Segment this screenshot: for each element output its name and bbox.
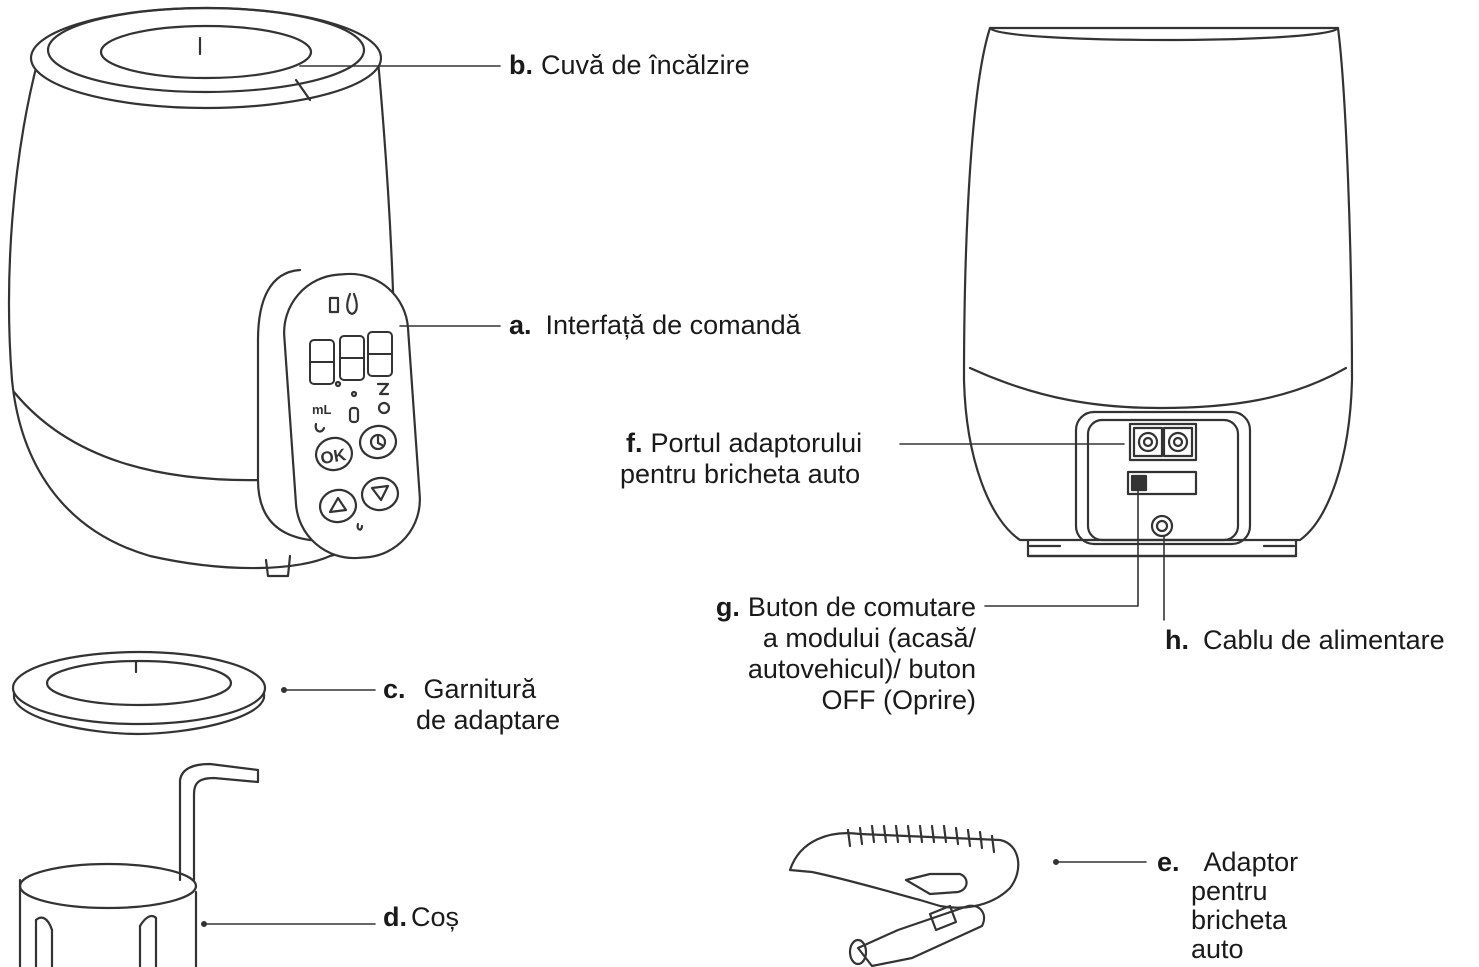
warmer-front-illustration: [7, 6, 421, 578]
label-line2: de adaptare: [416, 705, 561, 735]
label-line1: Buton de comutare: [747, 592, 976, 622]
ml-label: mL: [312, 402, 332, 417]
label-key: b.: [509, 50, 533, 80]
label-line2: pentru bricheta auto: [620, 459, 861, 489]
label-line1: Portul adaptorului: [650, 428, 863, 458]
label-text: Coș: [411, 902, 460, 932]
label-adapter-ring: c. Garnitură de adaptare: [383, 674, 560, 736]
label-car-port: f.Portul adaptorului pentru bricheta aut…: [612, 428, 862, 490]
label-key: a.: [509, 310, 532, 340]
label-car-adapter: e. Adaptor pentru bricheta auto: [1157, 848, 1298, 964]
label-text: Cablu de alimentare: [1203, 625, 1445, 655]
basket-illustration: [18, 762, 260, 967]
label-key: f.: [626, 428, 643, 458]
ok-label: OK: [319, 445, 348, 468]
label-key: e.: [1157, 847, 1180, 877]
label-line3: autovehicul)/ buton: [747, 654, 976, 684]
label-mode-switch: g.Buton de comutare a modului (acasă/ au…: [640, 592, 976, 716]
warmer-back-illustration: [962, 26, 1354, 558]
label-line2: a modului (acasă/: [762, 623, 976, 653]
label-line4: auto: [1191, 934, 1244, 964]
up-button: [318, 488, 358, 524]
car-adapter-port: [1128, 422, 1198, 462]
digit-display: [309, 331, 393, 385]
label-heating-chamber: b. Cuvă de încălzire: [509, 50, 750, 81]
label-key: g.: [715, 592, 740, 622]
label-line1: Garnitură: [423, 674, 537, 704]
label-line1: Adaptor: [1203, 847, 1299, 877]
adapter-ring-illustration: [11, 650, 267, 736]
label-line2: pentru: [1191, 876, 1268, 906]
label-key: d.: [383, 902, 407, 932]
label-line3: bricheta: [1191, 905, 1288, 935]
car-adapter-illustration: [788, 824, 1020, 967]
ok-button: [314, 436, 354, 472]
leader-lines: [201, 65, 1165, 927]
timer-button: [358, 424, 398, 460]
label-basket: d.Coș: [383, 902, 459, 933]
label-text: Interfață de comandă: [545, 310, 801, 340]
mode-switch: [1126, 470, 1198, 496]
label-control-interface: a. Interfață de comandă: [509, 310, 801, 341]
label-line4: OFF (Oprire): [821, 685, 977, 715]
down-button: [360, 476, 400, 512]
power-cable-grommet: [1150, 514, 1174, 538]
label-key: c.: [383, 674, 406, 704]
label-text: Cuvă de încălzire: [541, 50, 750, 80]
label-key: h.: [1165, 625, 1189, 655]
label-power-cable: h. Cablu de alimentare: [1165, 625, 1445, 656]
